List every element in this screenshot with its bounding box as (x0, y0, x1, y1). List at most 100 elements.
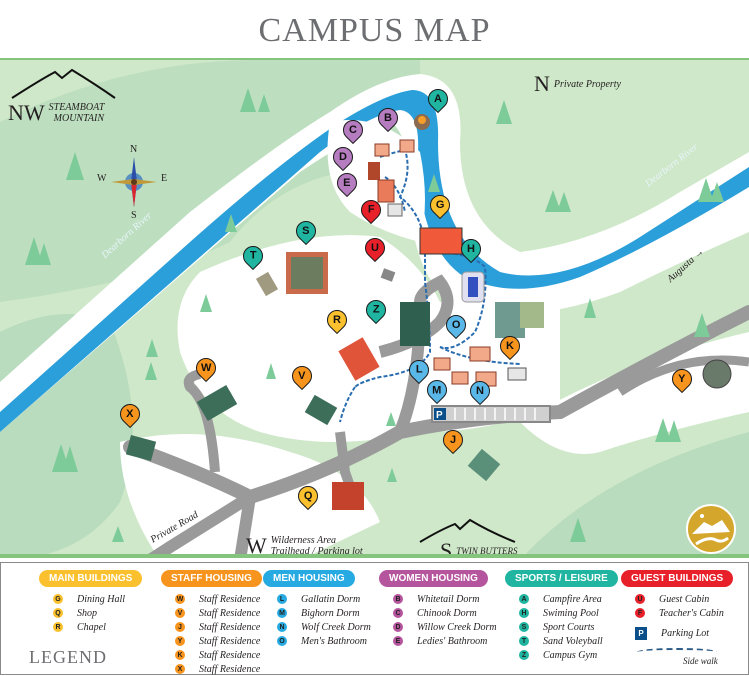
legend-item-label: Chinook Dorm (417, 607, 477, 619)
label-n-private-property: N Private Property (534, 71, 621, 97)
pin-label: M (432, 384, 442, 397)
legend-item-label: Staff Residence (199, 607, 261, 619)
pin-label: X (126, 408, 134, 420)
legend-item-label: Chapel (77, 621, 106, 633)
wilderness-line1: Wilderness Area (270, 535, 337, 546)
legend-key-badge: K (175, 650, 185, 660)
pin-label: T (249, 250, 257, 263)
steamboat-mountain-text: STEAMBOAT MOUNTAIN (49, 102, 105, 124)
dir-s: S (440, 538, 453, 558)
twin-butters-text: TWIN BUTTERS (456, 545, 518, 556)
mountain-logo-icon (692, 514, 730, 546)
legend-item-label: Shop (77, 607, 97, 619)
label-nw-steamboat: NW STEAMBOAT MOUNTAIN (8, 100, 104, 126)
pin-label: Q (303, 490, 313, 502)
legend-item-label: Staff Residence (199, 649, 261, 661)
pin-label: D (339, 151, 347, 164)
legend-item-label: Whitetail Dorm (417, 593, 480, 605)
legend-item-label: Campfire Area (543, 593, 602, 605)
legend-item-label: Men's Bathroom (301, 635, 367, 647)
legend-item: V Staff Residence (175, 606, 262, 620)
pin-label: L (415, 364, 423, 377)
pin-label: W (200, 362, 212, 375)
legend-key-badge: R (53, 622, 63, 632)
map-terrain: P (0, 60, 749, 554)
legend-key-badge: O (277, 636, 287, 646)
pin-label: U (371, 242, 379, 255)
legend-key-badge: Q (53, 608, 63, 618)
legend-item-label: Staff Residence (199, 635, 261, 647)
legend-group-header: WOMEN HOUSING (379, 570, 488, 587)
legend-item-label: Swiming Pool (543, 607, 599, 619)
compass-w: W (97, 173, 107, 184)
pin-label: Y (678, 373, 686, 385)
sidewalk-line-icon (637, 648, 717, 656)
steamboat-line2: MOUNTAIN (53, 113, 105, 124)
pin-label: Z (372, 304, 380, 317)
legend-item-label: Campus Gym (543, 649, 598, 661)
pin-label: H (467, 243, 475, 256)
dir-w: W (246, 533, 267, 558)
steamboat-line1: STEAMBOAT (48, 102, 105, 113)
legend-group-header: MAIN BUILDINGS (39, 570, 143, 587)
pin-label: O (451, 319, 461, 331)
parking-icon: P (635, 626, 647, 640)
legend-item: W Staff Residence (175, 592, 262, 606)
title-bar: CAMPUS MAP (0, 0, 749, 58)
wilderness-line2: Trailhead / Parking lot (270, 546, 363, 557)
dir-n: N (534, 71, 550, 96)
legend-item: T Sand Voleyball (519, 634, 618, 648)
pin-label: V (298, 370, 306, 382)
legend-key-badge: V (175, 608, 185, 618)
legend-item: H Swiming Pool (519, 606, 618, 620)
legend-group-header: STAFF HOUSING (161, 570, 262, 587)
legend-key-badge: T (519, 636, 529, 646)
pin-label: G (435, 199, 445, 211)
legend-item-label: Staff Residence (199, 663, 261, 675)
legend-item-label: Guest Cabin (659, 593, 710, 605)
legend-key-badge: C (393, 608, 403, 618)
legend-key-badge: M (277, 608, 287, 618)
pin-label: R (333, 314, 341, 327)
legend-key-badge: H (519, 608, 529, 618)
legend-key-badge: B (393, 594, 403, 604)
legend-key-badge: L (277, 594, 287, 604)
campus-map[interactable]: P (0, 58, 749, 558)
compass-s: S (131, 210, 137, 221)
pin-label: N (476, 385, 484, 398)
legend-key-badge: N (277, 622, 287, 632)
legend-item-label: Staff Residence (199, 593, 261, 605)
legend-group-header: MEN HOUSING (263, 570, 355, 587)
legend-item: R Chapel (53, 620, 142, 634)
legend-key-badge: X (175, 664, 185, 674)
legend-key-badge: U (635, 594, 645, 604)
legend-key-badge: S (519, 622, 529, 632)
pin-label: A (434, 93, 442, 106)
legend-title: LEGEND (29, 647, 107, 667)
compass-icon (111, 157, 157, 207)
legend-item-label: Sand Voleyball (543, 635, 603, 647)
legend-key-badge: W (175, 594, 185, 604)
legend-key-badge: J (175, 622, 185, 632)
legend-item-label: Ledies' Bathroom (417, 635, 488, 647)
legend-item: B Whitetail Dorm (393, 592, 497, 606)
